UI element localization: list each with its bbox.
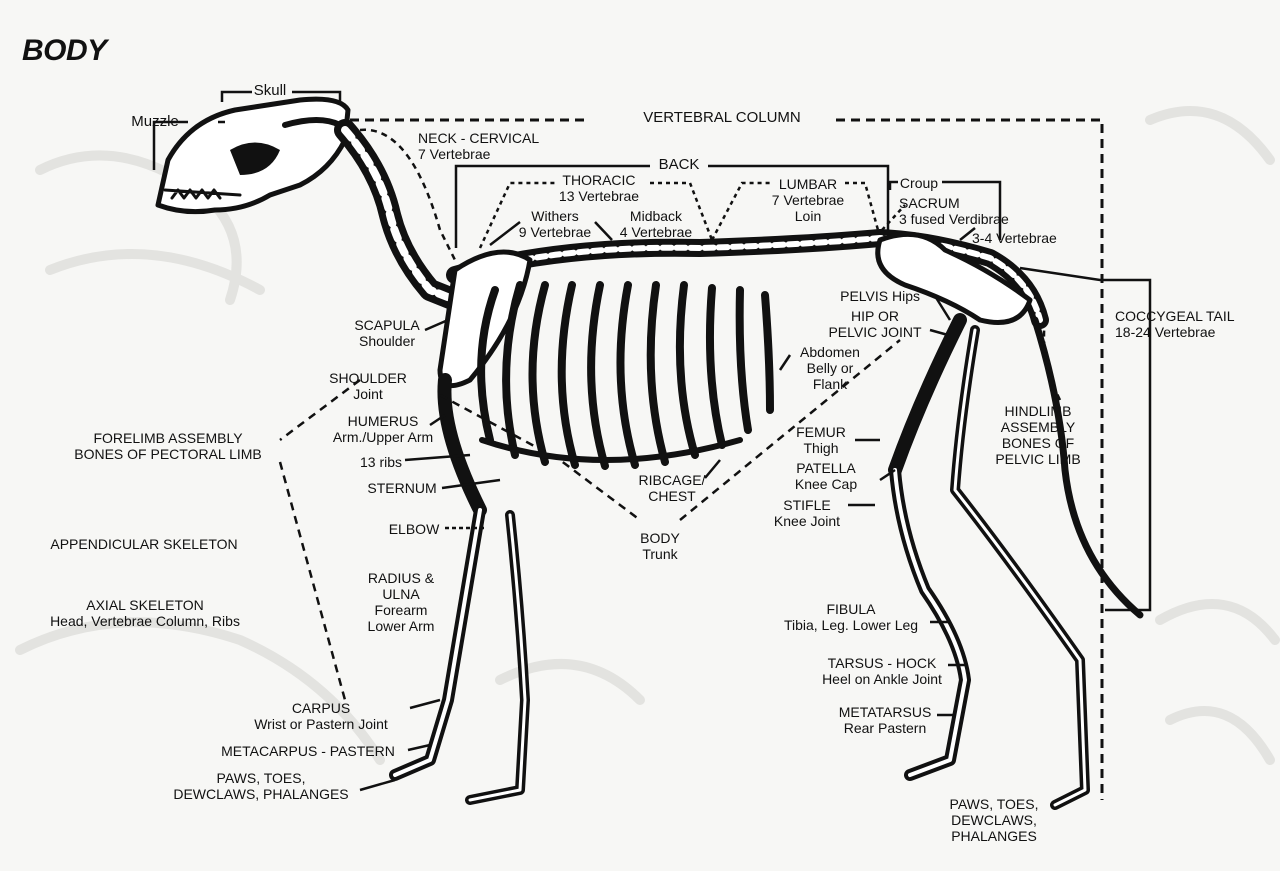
label-vertebral-column: VERTEBRAL COLUMN — [643, 109, 801, 126]
label-paws-rear: PAWS, TOES,DEWCLAWS,PHALANGES — [949, 796, 1039, 844]
background-ghost-drawings — [15, 106, 1280, 765]
label-sternum: STERNUM — [367, 480, 437, 496]
label-metacarpus: METACARPUS - PASTERN — [221, 743, 395, 759]
femur-bone — [888, 313, 967, 477]
pelvis-bone — [875, 231, 1033, 325]
label-sacrum-count: 3-4 Vertebrae — [972, 230, 1057, 246]
tail — [1031, 316, 1144, 619]
hind-leg-far — [950, 325, 1090, 810]
label-ribs: 13 ribs — [359, 454, 403, 470]
ribcage — [477, 281, 774, 470]
leader-lines — [152, 90, 1152, 800]
label-appendicular-skeleton: APPENDICULAR SKELETON — [50, 536, 238, 552]
skeleton-bones — [155, 96, 1144, 810]
label-pelvis-hips: PELVIS Hips — [840, 288, 920, 304]
label-ribcage-chest: RIBCAGE/CHEST — [638, 472, 706, 504]
label-elbow: ELBOW — [388, 521, 440, 537]
label-croup: Croup — [899, 175, 939, 191]
label-skull: Skull — [253, 82, 287, 99]
page-title: BODY — [22, 34, 107, 67]
label-muzzle: Muzzle — [131, 113, 179, 130]
humerus-bone — [437, 373, 487, 517]
front-leg-far — [465, 510, 530, 805]
label-paws-front: PAWS, TOES,DEWCLAWS, PHALANGES — [173, 770, 349, 802]
label-back: BACK — [658, 156, 700, 173]
